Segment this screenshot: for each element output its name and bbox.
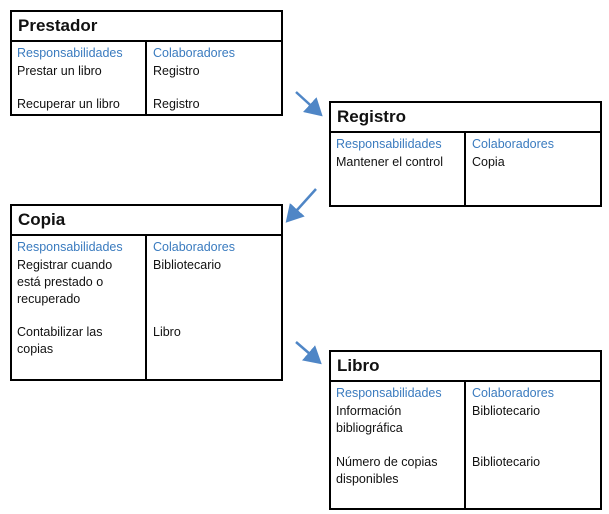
responsibility-item: Información bibliográfica — [336, 404, 403, 435]
card-body: Responsabilidades Colaboradores Registra… — [12, 236, 281, 379]
collaborator-item: Bibliotecario — [472, 404, 541, 418]
collaborator-item: Registro — [153, 97, 200, 111]
collaborator-item: Registro — [153, 64, 200, 78]
card-prestador: Prestador Responsabilidades Colaboradore… — [10, 10, 283, 116]
collaborators-header: Colaboradores — [153, 46, 235, 60]
card-title: Registro — [331, 103, 600, 133]
collaborators-header: Colaboradores — [472, 386, 554, 400]
collaborator-item: Copia — [472, 155, 505, 169]
card-title: Libro — [331, 352, 600, 382]
card-registro: Registro Responsabilidades Colaboradores… — [329, 101, 602, 207]
collaborators-header: Colaboradores — [153, 240, 235, 254]
arrow-copia-to-libro — [295, 341, 322, 365]
responsibilities-header: Responsabilidades — [17, 240, 123, 254]
arrow-registro-to-copia — [285, 188, 317, 223]
column-divider — [145, 236, 147, 379]
column-divider — [145, 42, 147, 114]
responsibilities-header: Responsabilidades — [336, 386, 442, 400]
arrow-prestador-to-registro — [295, 91, 323, 117]
responsibilities-header: Responsabilidades — [17, 46, 123, 60]
responsibility-item: Recuperar un libro — [17, 97, 120, 111]
card-title: Prestador — [12, 12, 281, 42]
responsibilities-header: Responsabilidades — [336, 137, 442, 151]
card-body: Responsabilidades Colaboradores Mantener… — [331, 133, 600, 205]
column-divider — [464, 133, 466, 205]
responsibility-item: Mantener el control — [336, 155, 444, 169]
card-copia: Copia Responsabilidades Colaboradores Re… — [10, 204, 283, 381]
collaborator-item: Libro — [153, 325, 181, 339]
card-libro: Libro Responsabilidades Colaboradores In… — [329, 350, 602, 510]
collaborator-item: Bibliotecario — [153, 258, 222, 272]
card-body: Responsabilidades Colaboradores Prestar … — [12, 42, 281, 114]
responsibility-item: Número de copias disponibles — [336, 455, 438, 486]
card-title: Copia — [12, 206, 281, 236]
collaborators-header: Colaboradores — [472, 137, 554, 151]
card-body: Responsabilidades Colaboradores Informac… — [331, 382, 600, 508]
column-divider — [464, 382, 466, 508]
responsibility-item: Contabilizar las copias — [17, 325, 103, 356]
responsibility-item: Prestar un libro — [17, 64, 102, 78]
collaborator-item: Bibliotecario — [472, 455, 541, 469]
responsibility-item: Registrar cuando está prestado o recuper… — [17, 258, 113, 306]
